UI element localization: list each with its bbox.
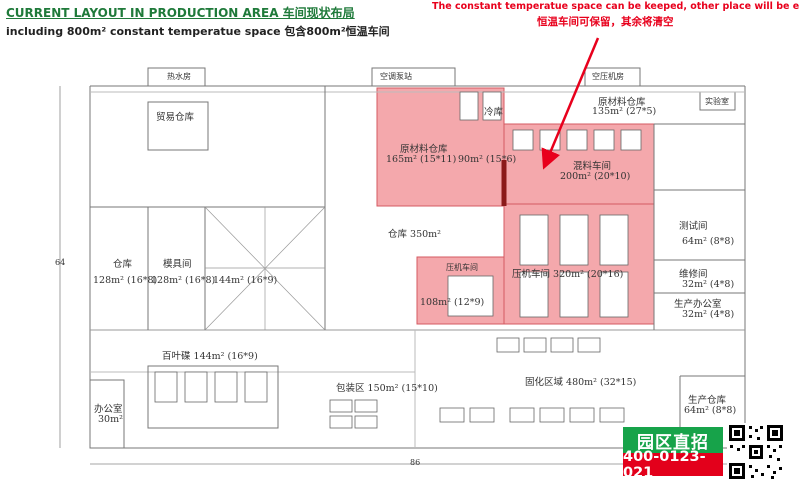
room-press-small: 压机车间 — [446, 263, 478, 272]
room-press-large: 压机车间 320m² (20*16) — [512, 269, 624, 280]
room-cold-storage-area: 90m² (15*6) — [458, 154, 517, 165]
red-arrow — [541, 37, 600, 170]
room-air-compressor: 空压机房 — [592, 72, 624, 81]
room-office-area: 30m² — [98, 414, 123, 425]
room-lab: 实验室 — [705, 97, 729, 106]
room-office: 办公室 — [94, 404, 123, 415]
room-warehouse-350: 仓库 350m² — [388, 229, 441, 240]
room-mould-area: 128m² (16*8) — [151, 275, 216, 286]
room-cold-storage: 冷库 — [484, 107, 504, 118]
room-mixing-area: 200m² (20*10) — [560, 171, 631, 182]
room-mixing: 混料车间 — [573, 161, 612, 172]
page-subtitle: including 800m² constant temperatue spac… — [6, 25, 390, 38]
room-heat-pump: 热水房 — [167, 72, 191, 81]
dimension-side: 64 — [55, 258, 66, 267]
room-144: 144m² (16*9) — [213, 275, 278, 286]
room-raw-material-1: 原材料仓库 — [400, 144, 448, 155]
phone-number[interactable]: 400-0123-021 — [623, 449, 723, 481]
room-prod-warehouse: 生产仓库 — [688, 395, 727, 406]
room-mould: 模具间 — [163, 259, 192, 270]
room-test-area: 64m² (8*8) — [682, 236, 735, 247]
room-packing: 包装区 150m² (15*10) — [336, 383, 438, 394]
room-ac: 空调泵站 — [380, 72, 412, 81]
room-prod-warehouse-area: 64m² (8*8) — [684, 405, 737, 416]
room-prod-office: 生产办公室 — [674, 299, 722, 310]
room-trade-warehouse: 贸易仓库 — [156, 112, 195, 123]
note-english: The constant temperatue space can be kee… — [432, 1, 800, 12]
dimension-bottom: 86 — [410, 458, 421, 467]
room-repair: 维修间 — [679, 269, 708, 280]
heat-pump-box — [147, 67, 206, 87]
room-warehouse-128: 仓库 — [113, 259, 133, 270]
room-repair-area: 32m² (4*8) — [682, 279, 735, 290]
room-raw-material-2-area: 135m² (27*5) — [592, 106, 657, 117]
page-title: CURRENT LAYOUT IN PRODUCTION AREA 车间现状布局 — [6, 6, 355, 20]
room-prod-office-area: 32m² (4*8) — [682, 309, 735, 320]
room-raw-material-2: 原材料仓库 — [598, 97, 646, 108]
qr-code-icon — [727, 423, 785, 481]
room-raw-material-1-area: 165m² (15*11) — [386, 154, 457, 165]
room-louver: 百叶碟 144m² (16*9) — [162, 351, 258, 362]
room-curing: 固化区域 480m² (32*15) — [525, 377, 637, 388]
park-recruit-badge: 园区直招 — [623, 427, 723, 453]
note-chinese: 恒温车间可保留，其余将清空 — [537, 16, 674, 28]
room-warehouse-128-area: 128m² (16*8) — [93, 275, 158, 286]
room-press-small-area: 108m² (12*9) — [420, 297, 485, 308]
hatched-room — [204, 206, 326, 331]
room-test: 测试间 — [679, 221, 708, 232]
